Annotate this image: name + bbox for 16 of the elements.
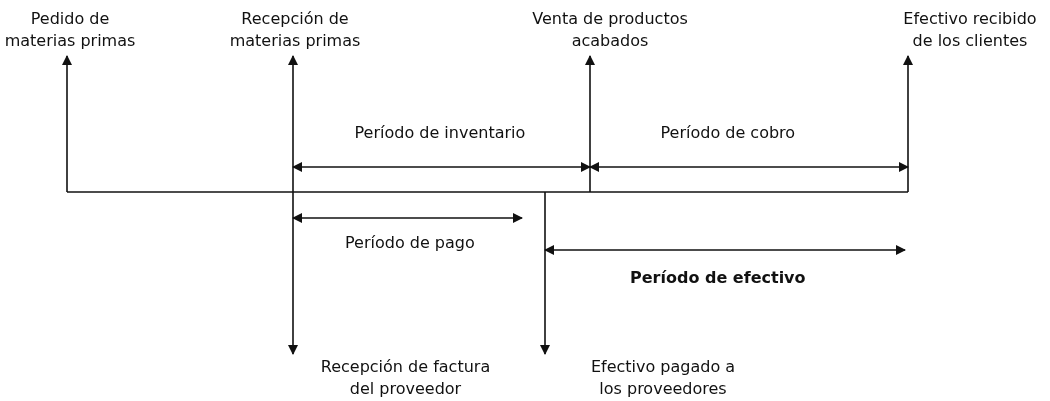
period-label: Período de cobro (660, 122, 796, 144)
arrow (62, 55, 72, 193)
event-label: Recepción de materias primas (205, 8, 385, 54)
period-label: Período de inventario (354, 122, 526, 144)
period-label: Período de efectivo (630, 267, 806, 289)
event-label: Efectivo recibido de los clientes (895, 8, 1045, 54)
arrow (540, 191, 550, 355)
arrow (585, 55, 595, 193)
arrow (903, 55, 913, 193)
period-label: Período de pago (345, 232, 475, 254)
event-label: Recepción de factura del proveedor (308, 356, 503, 400)
event-label: Efectivo pagado a los proveedores (578, 356, 748, 400)
arrow (288, 55, 298, 193)
event-label: Pedido de materias primas (0, 8, 145, 54)
event-label: Venta de productos acabados (505, 8, 715, 54)
arrow (288, 191, 298, 355)
